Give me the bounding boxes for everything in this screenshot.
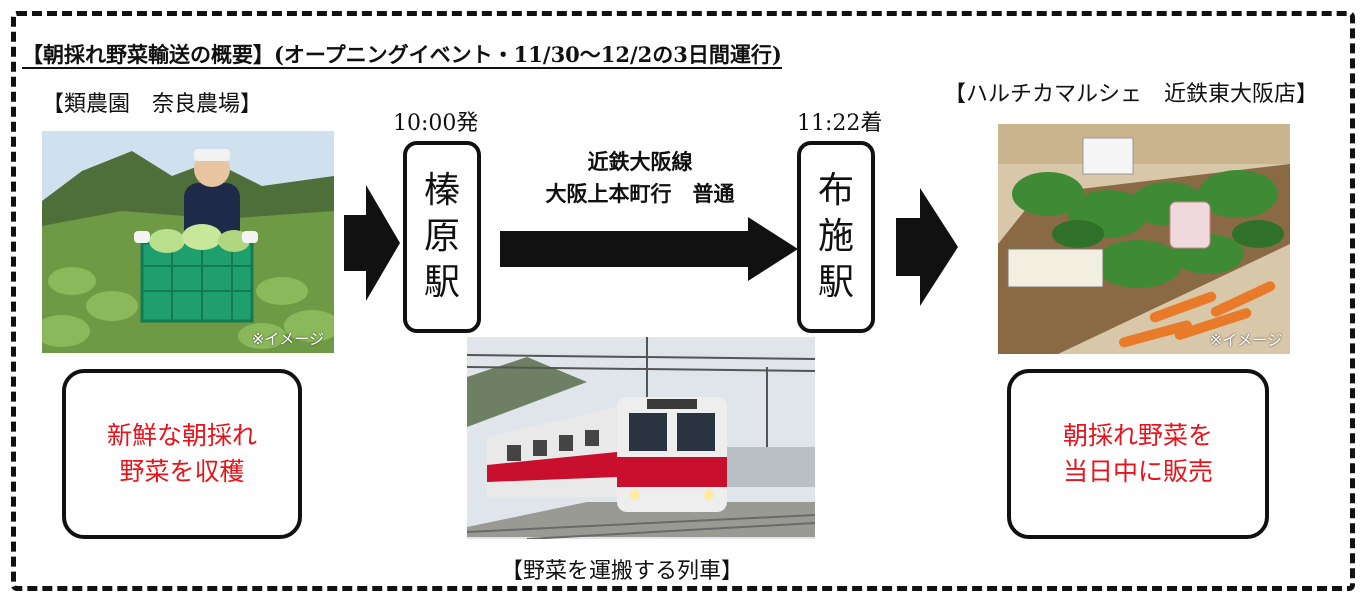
store-label: 【ハルチカマルシェ 近鉄東大阪店】 xyxy=(944,82,1319,107)
farm-caption-box: 新鮮な朝採れ 野菜を収穫 xyxy=(62,369,302,539)
farm-caption-line: 野菜を収穫 xyxy=(119,457,245,486)
station-char: 駅 xyxy=(817,262,854,303)
page-title: 【朝採れ野菜輸送の概要】(オープニングイベント・11/30～12/2の3日間運行… xyxy=(22,42,782,69)
departure-station: 榛 原 駅 xyxy=(403,141,481,333)
train-photo xyxy=(467,337,815,539)
dashed-frame xyxy=(11,11,1355,591)
farm-caption-line: 新鮮な朝採れ xyxy=(106,421,257,450)
station-char: 布 xyxy=(817,170,854,211)
arrival-time: 11:22着 xyxy=(797,111,883,136)
arrow-right-icon xyxy=(344,185,400,301)
arrival-station: 布 施 駅 xyxy=(797,141,875,333)
store-caption-line: 当日中に販売 xyxy=(1062,457,1213,486)
store-image-note: ※イメージ xyxy=(1209,331,1282,349)
store-caption-box: 朝採れ野菜を 当日中に販売 xyxy=(1007,369,1269,539)
long-arrow-right-icon xyxy=(500,217,798,281)
departure-time: 10:00発 xyxy=(393,111,479,136)
route-service: 大阪上本町行 普通 xyxy=(545,182,735,206)
station-char: 原 xyxy=(423,216,460,257)
station-char: 駅 xyxy=(423,262,460,303)
station-char: 施 xyxy=(817,216,854,257)
farm-label: 【類農園 奈良農場】 xyxy=(42,92,263,117)
route-line-name: 近鉄大阪線 xyxy=(587,150,693,174)
train-caption: 【野菜を運搬する列車】 xyxy=(501,559,744,584)
route-label: 近鉄大阪線 大阪上本町行 普通 xyxy=(515,146,765,210)
store-caption-line: 朝採れ野菜を xyxy=(1062,421,1213,450)
station-char: 榛 xyxy=(423,170,460,211)
farm-image-note: ※イメージ xyxy=(251,330,324,348)
store-photo: ※イメージ xyxy=(998,124,1290,354)
farm-photo: ※イメージ xyxy=(42,131,334,353)
arrow-right-icon xyxy=(896,188,958,306)
